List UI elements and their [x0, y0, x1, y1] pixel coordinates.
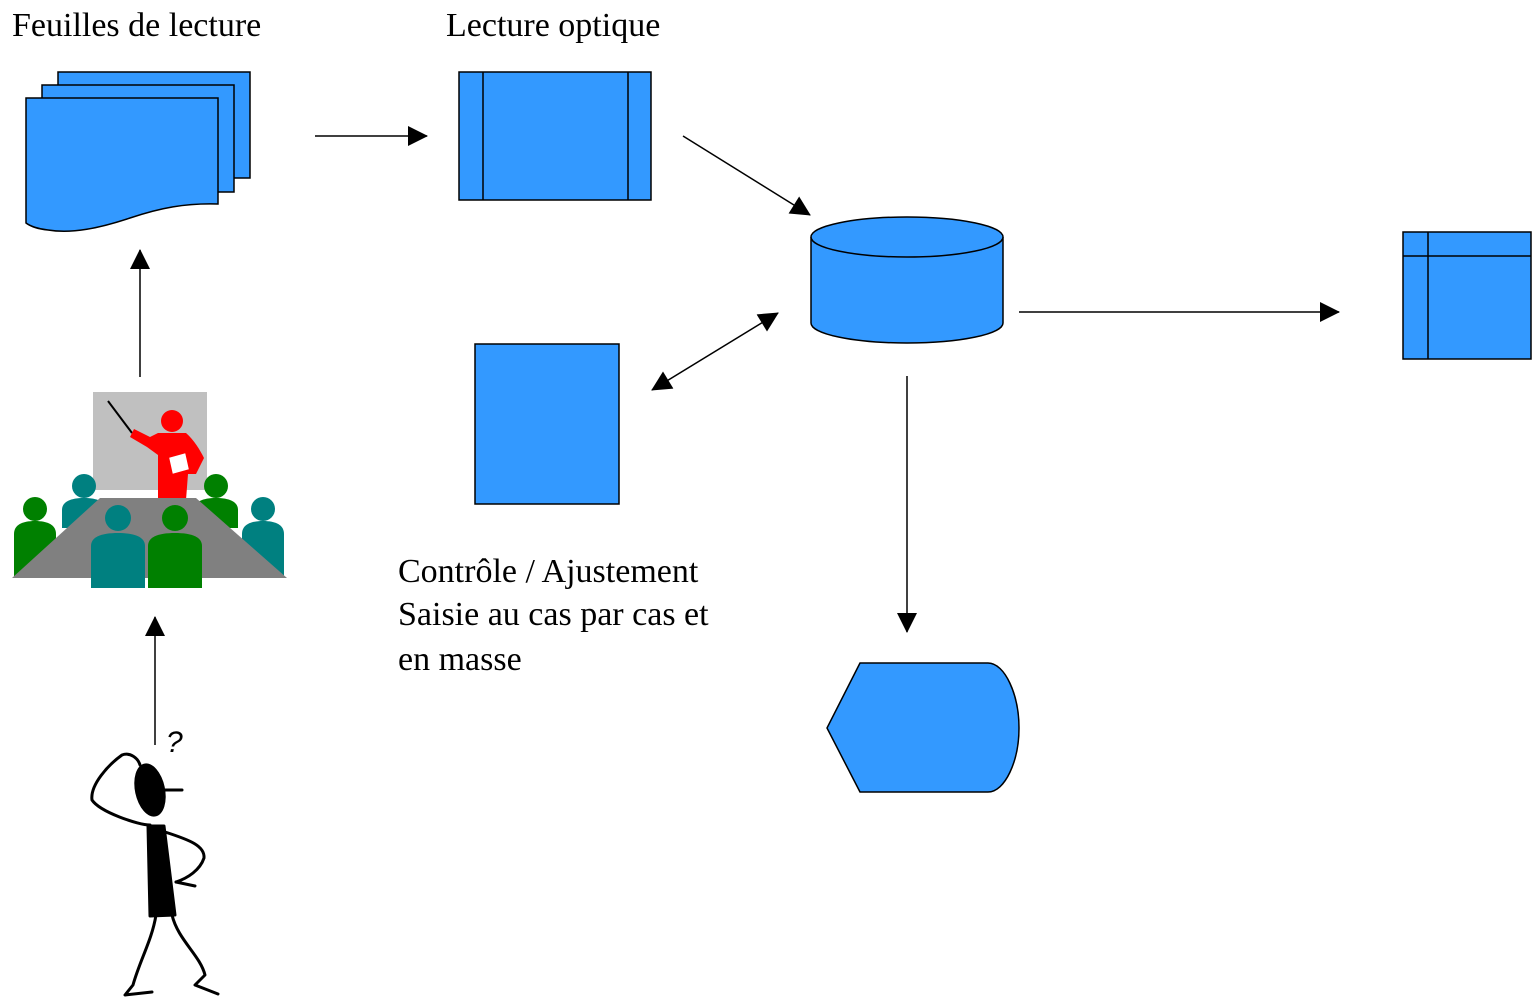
- multi-document-icon: [25, 71, 251, 232]
- display-shape-icon: [826, 662, 1020, 793]
- label-control-line3: en masse: [398, 641, 522, 678]
- predefined-process-icon: [458, 71, 652, 201]
- internal-storage-icon: [1402, 231, 1532, 360]
- label-optical-reading: Lecture optique: [446, 7, 660, 44]
- manual-entry-box-icon: [474, 343, 620, 505]
- label-reading-sheets: Feuilles de lecture: [12, 7, 261, 44]
- meeting-presentation-icon: [12, 392, 287, 588]
- database-cylinder-icon: [810, 216, 1004, 344]
- label-control-line1: Contrôle / Ajustement: [398, 553, 699, 590]
- arrow-database-control: [651, 312, 779, 391]
- question-mark-text: ?: [166, 726, 183, 759]
- arrow-optical-to-database: [682, 135, 811, 216]
- thinking-person-icon: ?: [90, 726, 220, 997]
- label-control-line2: Saisie au cas par cas et: [398, 596, 709, 633]
